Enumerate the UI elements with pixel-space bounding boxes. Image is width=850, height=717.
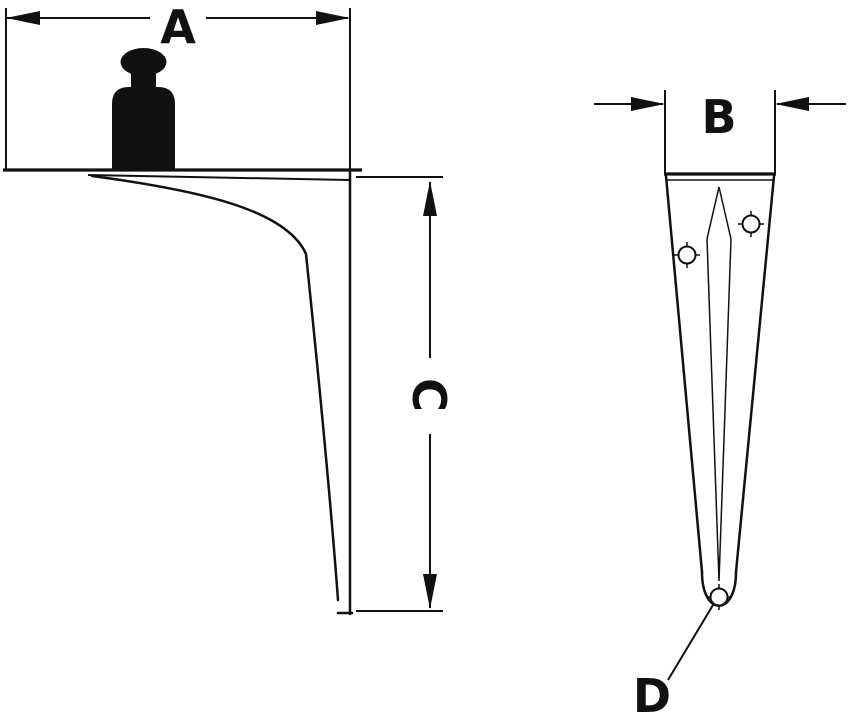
front-right-edge [734, 174, 776, 574]
screw-hole-top-right [738, 211, 764, 237]
front-left-edge [664, 174, 704, 574]
gusset-curve [90, 174, 340, 602]
dimension-c-label: C [402, 378, 456, 412]
side-view: A [3, 0, 456, 616]
arrow-right-icon [316, 11, 350, 25]
screw-hole-top-left [674, 242, 700, 268]
hole-d-label: D [633, 669, 671, 717]
dimension-b: B [594, 90, 846, 174]
screw-hole-bottom [706, 584, 732, 610]
arrow-up-icon [423, 181, 437, 216]
dimension-a-label: A [160, 0, 196, 54]
dimension-a: A [5, 0, 351, 170]
bracket-side-profile [3, 168, 362, 616]
dimension-b-label: B [701, 90, 736, 144]
leader-line [667, 604, 714, 681]
weight-neck [131, 66, 156, 90]
arrow-inward-right-icon [631, 97, 665, 111]
center-rib [706, 186, 732, 582]
hole-circle [677, 245, 697, 265]
dimension-c: C [356, 176, 456, 612]
arrow-inward-left-icon [775, 97, 809, 111]
flange-underside-line [87, 174, 350, 181]
label-d-leader: D [633, 604, 714, 717]
bracket-front-profile [664, 172, 776, 607]
weight-body [112, 87, 175, 169]
hole-circle [741, 214, 761, 234]
front-view: B [594, 90, 846, 717]
hole-circle [709, 587, 729, 607]
arrow-left-icon [6, 11, 40, 25]
weight-icon [112, 48, 175, 169]
arrow-down-icon [423, 574, 437, 609]
